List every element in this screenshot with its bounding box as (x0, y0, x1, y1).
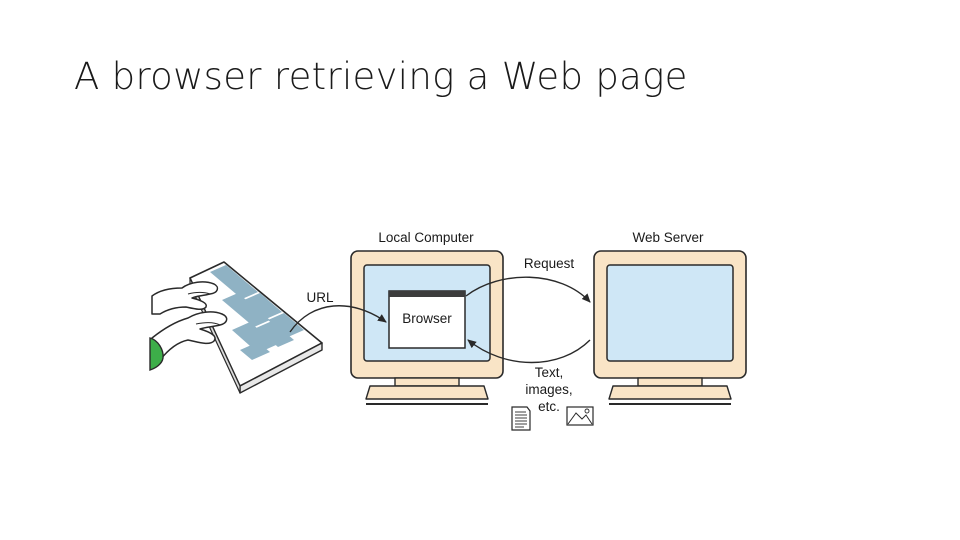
image-icon (566, 406, 594, 426)
request-arrow (465, 276, 591, 303)
keyboard-illustration (149, 261, 323, 394)
url-arrow (289, 305, 387, 333)
sleeve (149, 337, 164, 371)
svg-text:Text,: Text, (535, 365, 564, 380)
local-computer: Local Computer Browser (350, 230, 504, 405)
local-computer-label: Local Computer (378, 230, 474, 245)
response-arrow (467, 339, 591, 364)
document-icon (511, 406, 531, 431)
browser-window: Browser (388, 290, 466, 349)
url-label: URL (306, 290, 333, 305)
svg-text:etc.: etc. (538, 399, 560, 414)
keyboard-keys (210, 265, 304, 360)
request-label: Request (524, 256, 575, 271)
web-server-label: Web Server (632, 230, 704, 245)
page-title: A browser retrieving a Web page (74, 55, 688, 98)
web-server: Web Server (593, 230, 747, 405)
browser-label: Browser (402, 311, 452, 326)
svg-text:images,: images, (525, 382, 572, 397)
response-label: Text, images, etc. (525, 365, 572, 414)
